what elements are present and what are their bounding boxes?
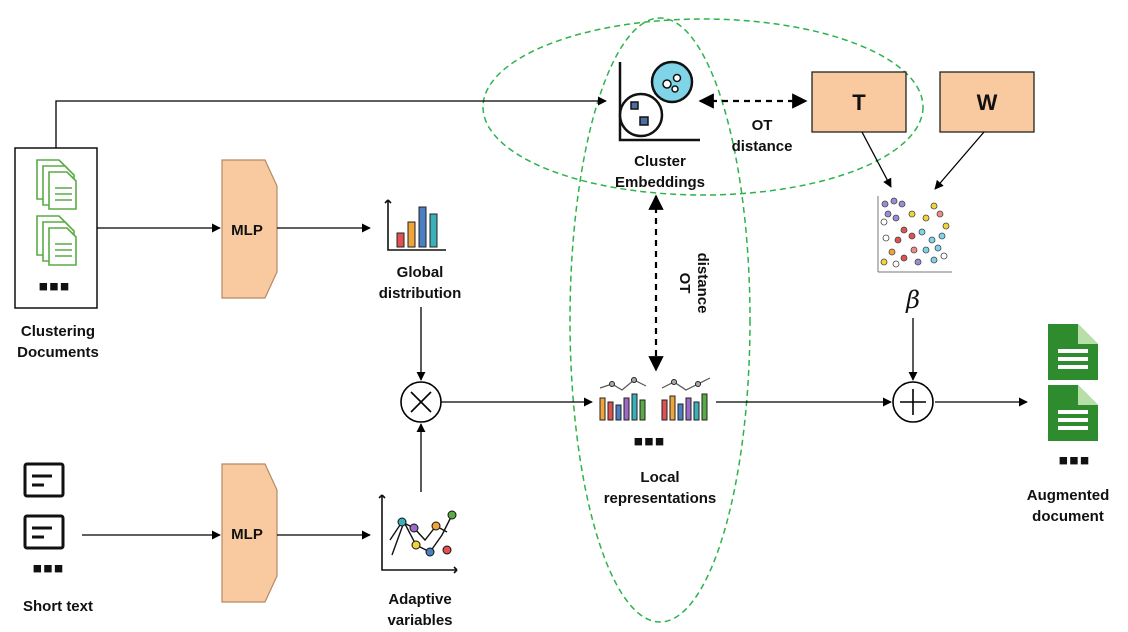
cluster-ellipse-horizontal bbox=[482, 18, 924, 196]
mlp-bottom-label: MLP bbox=[231, 526, 263, 543]
augmented-document-icon bbox=[1048, 324, 1098, 380]
ot-distance-vertical-label-2: distance bbox=[694, 253, 711, 314]
adaptive-variables-chart-icon bbox=[378, 494, 458, 574]
beta-scatter-icon bbox=[877, 196, 952, 273]
short-text-icon-2 bbox=[23, 514, 65, 550]
augmented-document-label-1: Augmented bbox=[1027, 487, 1110, 504]
cluster-embeddings-icon bbox=[618, 60, 700, 142]
adaptive-variables-label-2: variables bbox=[387, 612, 452, 629]
plus-operator bbox=[892, 381, 934, 423]
cluster-embeddings-label-1: Cluster bbox=[634, 153, 686, 170]
augmented-document-icon-2 bbox=[1048, 385, 1098, 441]
W-box bbox=[939, 71, 1035, 133]
short-text-label: Short text bbox=[23, 598, 93, 615]
beta-label: β bbox=[905, 286, 920, 314]
local-representations-ellipsis: ▪▪▪ bbox=[633, 425, 665, 458]
cluster-embeddings-label-2: Embeddings bbox=[615, 174, 705, 191]
ot-distance-vertical-label-1: OT bbox=[676, 273, 693, 294]
document-stack-icon bbox=[36, 159, 77, 210]
augmented-document-ellipsis: ▪▪▪ bbox=[1058, 444, 1090, 477]
short-text-icon bbox=[23, 462, 65, 498]
local-representations-label-2: representations bbox=[604, 490, 717, 507]
local-representations-icon bbox=[599, 377, 711, 421]
mlp-bottom-block bbox=[221, 463, 278, 603]
local-representations-label-1: Local bbox=[640, 469, 679, 486]
ot-distance-horizontal-label-1: OT bbox=[752, 117, 773, 134]
global-distribution-label-1: Global bbox=[397, 264, 444, 281]
document-stack-icon-2 bbox=[36, 215, 77, 266]
mlp-top-block bbox=[221, 159, 278, 299]
clustering-documents-label-2: Documents bbox=[17, 344, 99, 361]
clustering-ellipsis: ▪▪▪ bbox=[38, 270, 70, 303]
short-text-ellipsis: ▪▪▪ bbox=[32, 552, 64, 585]
clustering-documents-label-1: Clustering bbox=[21, 323, 95, 340]
W-label: W bbox=[977, 90, 998, 115]
adaptive-variables-label-1: Adaptive bbox=[388, 591, 451, 608]
mlp-top-label: MLP bbox=[231, 222, 263, 239]
multiply-operator bbox=[400, 381, 442, 423]
cluster-ellipse-vertical bbox=[569, 17, 751, 623]
ot-distance-horizontal-label-2: distance bbox=[732, 138, 793, 155]
global-distribution-label-2: distribution bbox=[379, 285, 462, 302]
augmented-document-label-2: document bbox=[1032, 508, 1104, 525]
T-label: T bbox=[852, 90, 866, 115]
T-box bbox=[811, 71, 907, 133]
global-distribution-chart-icon bbox=[384, 199, 446, 251]
